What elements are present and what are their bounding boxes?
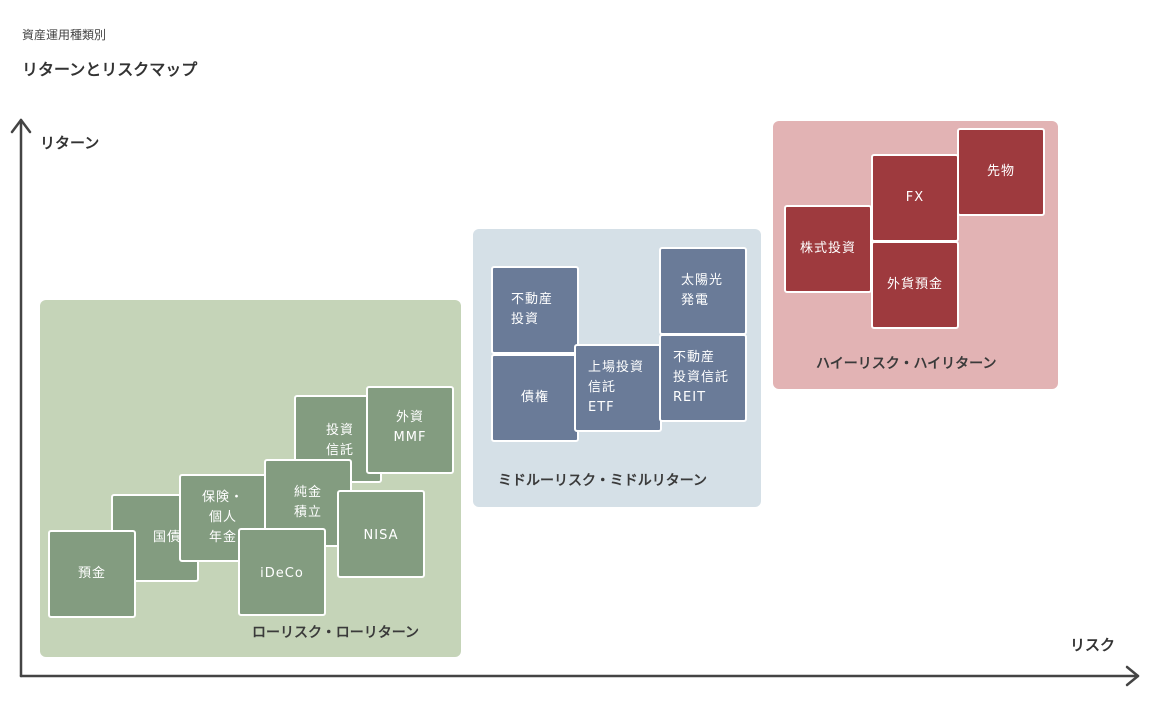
tile-ideco: iDeCo	[260, 566, 304, 581]
tile-stocks: 株式投資	[784, 205, 872, 293]
tile-etf: 上場投資 信託 ETF	[588, 360, 645, 415]
tile-solar: 太陽光 発電	[681, 273, 724, 308]
tile-nisa: NISA	[363, 528, 399, 543]
chart-title: リターンとリスクマップ	[22, 60, 198, 79]
tile-real-estate: 不動産 投資	[511, 292, 554, 327]
y-axis-label: リターン	[40, 134, 100, 152]
tile-bonds: 債権	[521, 390, 550, 405]
tile-reit: 不動産 投資信託 REIT	[673, 350, 730, 405]
zone-low-label: ローリスク・ローリターン	[252, 625, 420, 641]
tile-investment-trust: 投資 信託	[325, 423, 354, 458]
tile-gold-savings: 純金 積立	[293, 485, 322, 520]
x-axis-arrow-icon	[1125, 665, 1140, 687]
tile-deposit: 預金	[48, 530, 136, 618]
tile-foreign-deposit: 外貨預金	[871, 241, 959, 329]
x-axis-label: リスク	[1070, 636, 1116, 654]
chart-subtitle: 資産運用種類別	[22, 28, 107, 42]
tile-futures: 先物	[957, 128, 1045, 216]
zone-mid-label: ミドルーリスク・ミドルリターン	[498, 473, 708, 489]
y-axis-arrow-icon	[10, 118, 32, 134]
tile-national-bonds: 国債	[152, 530, 181, 545]
zone-high-label: ハイーリスク・ハイリターン	[816, 356, 997, 372]
tile-fx: FX	[871, 154, 959, 242]
tile-foreign-mmf: 外資 MMF	[393, 410, 427, 445]
